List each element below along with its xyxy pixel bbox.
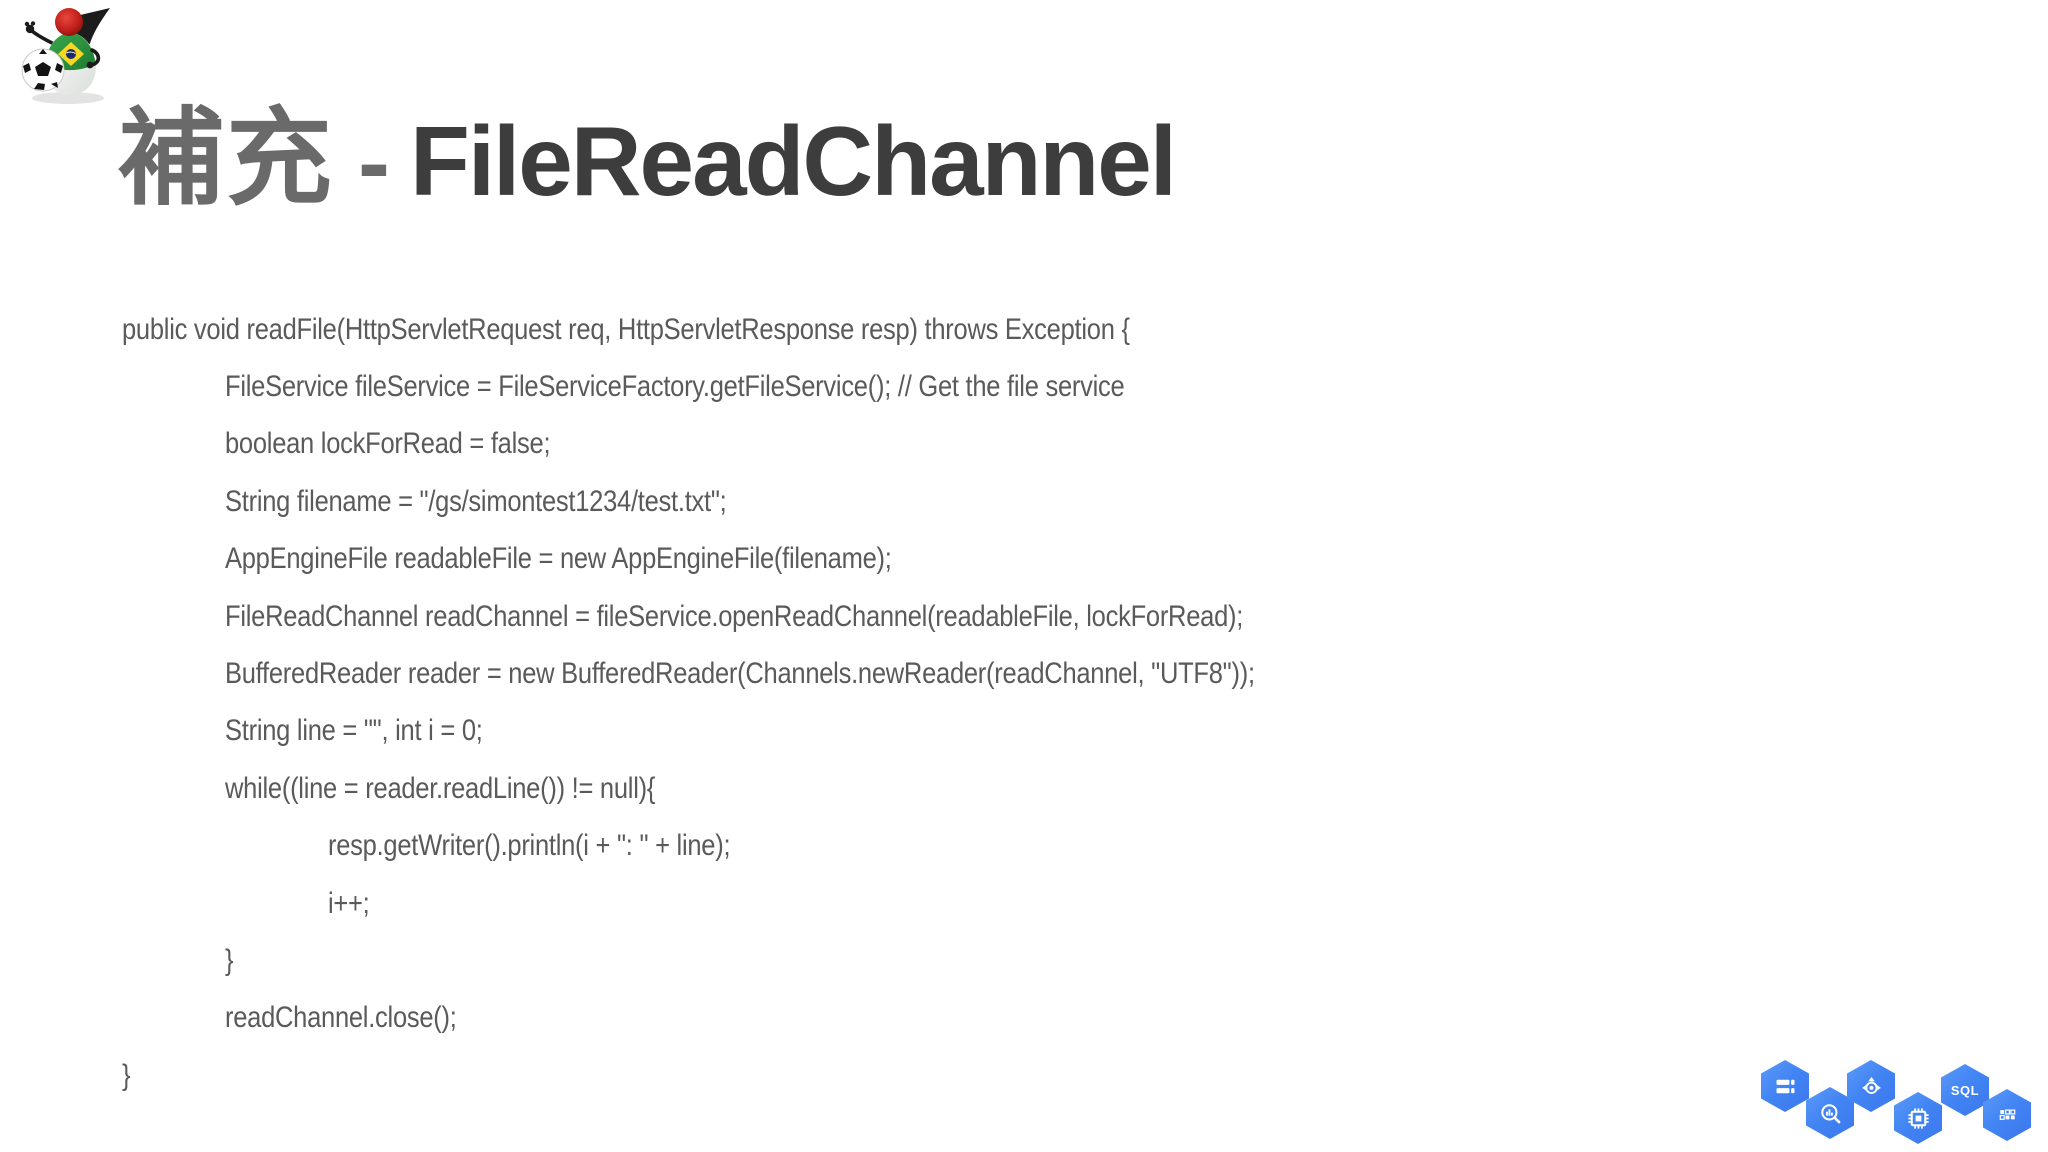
slide-title: 補充 - FileReadChannel	[118, 72, 1177, 226]
code-line: while((line = reader.readLine()) != null…	[225, 771, 656, 805]
cloud-sql-label: SQL	[1950, 1082, 1980, 1098]
duke-mascot-icon	[21, 8, 110, 104]
code-line: boolean lockForRead = false;	[225, 427, 551, 461]
code-line: FileService fileService = FileServiceFac…	[225, 370, 1125, 404]
code-line: }	[225, 943, 234, 977]
title-main-text: FileReadChannel	[409, 106, 1177, 216]
code-line: FileReadChannel readChannel = fileServic…	[225, 599, 1244, 633]
code-line: AppEngineFile readableFile = new AppEngi…	[225, 542, 892, 576]
code-line: i++;	[328, 886, 370, 920]
title-supplement-text: 補充	[118, 101, 334, 218]
code-line: String line = "", int i = 0;	[225, 714, 483, 748]
code-line: readChannel.close();	[225, 1001, 457, 1035]
code-line: }	[122, 1058, 131, 1092]
code-line: BufferedReader reader = new BufferedRead…	[225, 657, 1255, 691]
gcp-cloud-datastore-icon	[1983, 1089, 2031, 1141]
code-block: public void readFile(HttpServletRequest …	[122, 301, 1922, 1104]
title-separator: -	[358, 109, 390, 216]
code-line: resp.getWriter().println(i + ": " + line…	[328, 829, 731, 863]
gcp-cloud-sql-icon: SQL	[1941, 1064, 1989, 1116]
code-line: String filename = "/gs/simontest1234/tes…	[225, 484, 727, 518]
code-line: public void readFile(HttpServletRequest …	[122, 312, 1130, 346]
java-duke-soccer-mascot-logo	[18, 4, 114, 106]
